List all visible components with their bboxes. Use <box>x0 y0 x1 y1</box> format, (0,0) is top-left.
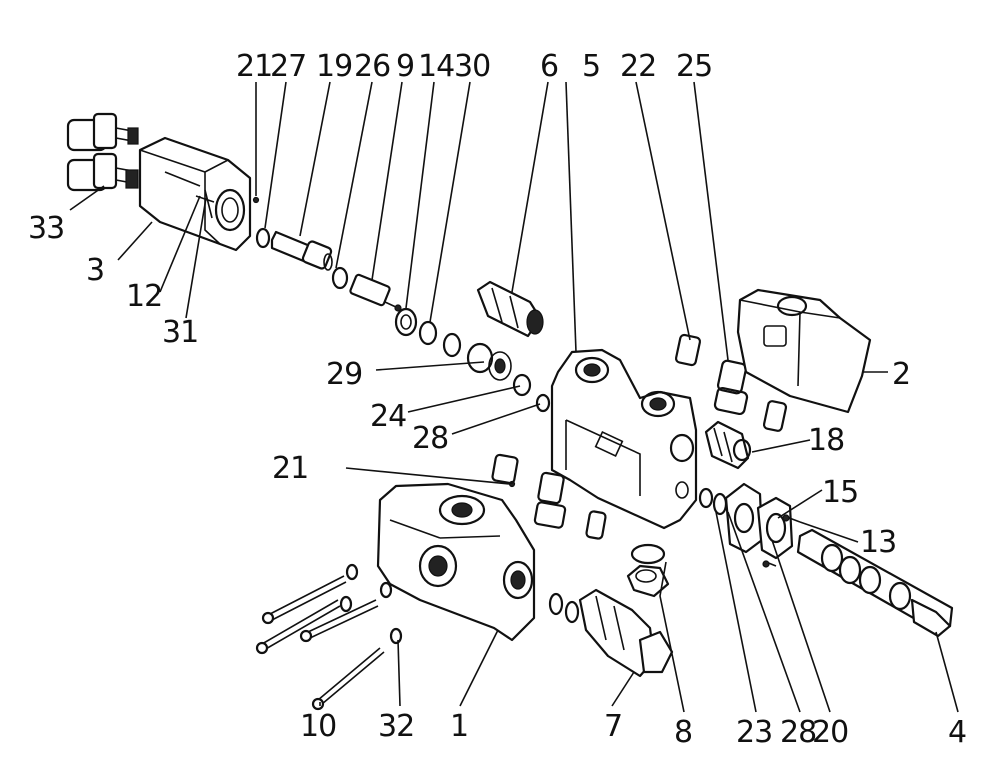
callout-2: 2 <box>892 357 910 392</box>
part-28-oring-upper <box>535 393 551 413</box>
callout-15: 15 <box>822 475 858 510</box>
left-gaskets <box>491 453 607 540</box>
part-33-solenoid-coils <box>66 112 139 192</box>
part-8-plug <box>626 564 670 598</box>
callout-27: 27 <box>270 49 306 84</box>
part-2-end-cover <box>736 288 872 414</box>
callout-14: 14 <box>418 49 454 84</box>
callout-28-lower: 28 <box>780 715 816 750</box>
part-3-solenoid-housing <box>138 136 252 252</box>
callout-29: 29 <box>326 357 362 392</box>
part-20-oring <box>712 492 728 516</box>
callout-8: 8 <box>674 715 692 750</box>
part-4-main-spool <box>796 528 954 638</box>
callout-10: 10 <box>300 709 336 744</box>
callout-23: 23 <box>736 715 772 750</box>
callout-1: 1 <box>450 709 468 744</box>
part-31-screw <box>204 189 213 219</box>
leader-lines <box>69 81 959 713</box>
part-29-seal-nut <box>466 342 512 381</box>
callout-24: 24 <box>370 399 406 434</box>
part-27-oring <box>255 227 271 249</box>
callout-6: 6 <box>540 49 558 84</box>
callout-19: 19 <box>316 49 352 84</box>
callout-21-mid: 21 <box>272 451 308 486</box>
callout-21-top: 21 <box>236 49 272 84</box>
part-9-plunger <box>349 273 402 312</box>
callout-28-upper: 28 <box>412 421 448 456</box>
part-25-gaskets <box>713 359 788 432</box>
callout-5: 5 <box>582 49 600 84</box>
part-22-gasket <box>674 333 702 367</box>
callout-7: 7 <box>604 709 622 744</box>
callout-12: 12 <box>126 279 162 314</box>
callout-30: 30 <box>454 49 490 84</box>
callout-3: 3 <box>86 253 104 288</box>
part-10-bolts <box>255 575 385 711</box>
part-19-spool <box>270 230 333 271</box>
part-14-washer <box>394 307 418 337</box>
part-30-oring <box>418 320 462 358</box>
part-32-washers <box>339 563 403 645</box>
part-7-relief-valve <box>548 588 674 678</box>
callout-4: 4 <box>948 715 966 750</box>
part-6-cartridge <box>476 280 544 338</box>
part-24-oring <box>512 373 532 397</box>
callout-25: 25 <box>676 49 712 84</box>
callout-18: 18 <box>808 423 844 458</box>
part-23-oring <box>630 543 666 565</box>
part-21-ball-top <box>252 196 260 204</box>
part-26-oring <box>331 266 349 290</box>
callout-32: 32 <box>378 709 414 744</box>
part-28-oring-lower <box>698 487 714 509</box>
callout-26: 26 <box>354 49 390 84</box>
callout-20: 20 <box>812 715 848 750</box>
callout-22: 22 <box>620 49 656 84</box>
callout-9: 9 <box>396 49 414 84</box>
part-13-screw <box>762 514 801 568</box>
callout-13: 13 <box>860 525 896 560</box>
part-18-plug <box>704 420 752 470</box>
callout-labels: 21 27 19 26 9 14 30 6 5 22 25 33 3 12 31… <box>28 49 967 750</box>
part-5-valve-body <box>550 348 698 530</box>
part-15-flange <box>724 482 794 560</box>
callout-33: 33 <box>28 211 64 246</box>
callout-31: 31 <box>162 315 198 350</box>
part-1-inlet-body <box>376 482 536 642</box>
